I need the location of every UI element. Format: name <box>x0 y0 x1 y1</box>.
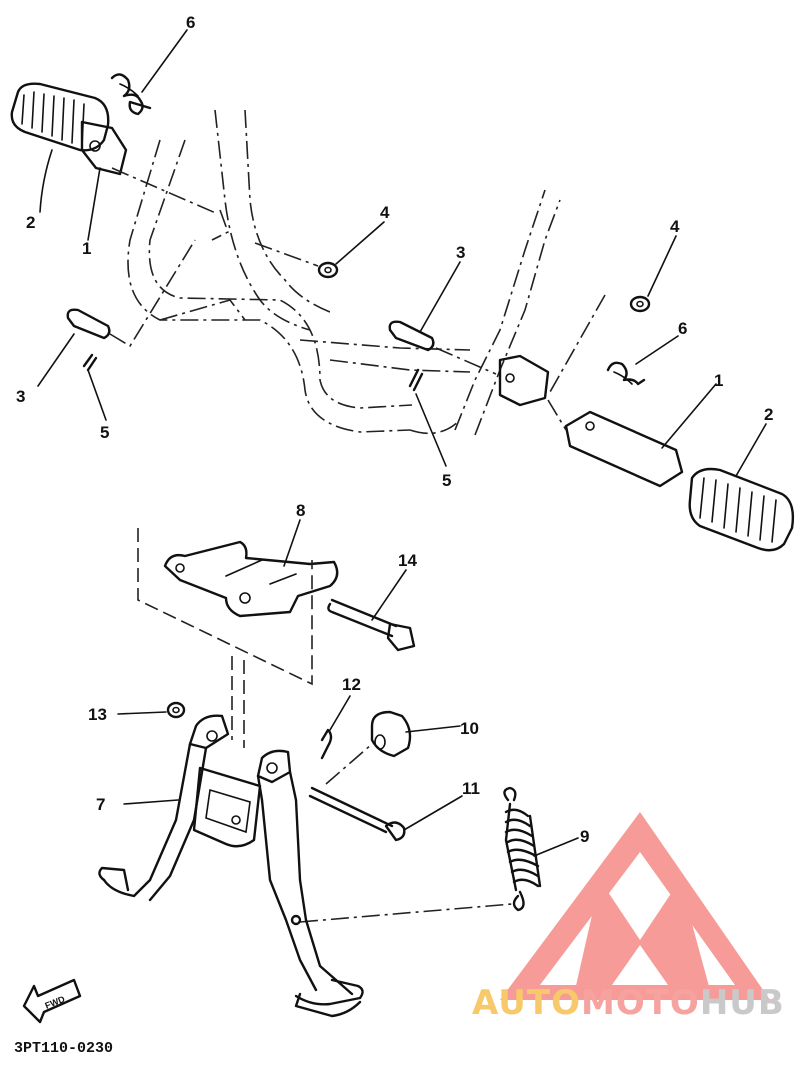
pin-left <box>66 239 196 348</box>
callout-5-right: 5 <box>442 471 451 490</box>
callout-3-right: 3 <box>456 243 465 262</box>
stopper-rubber <box>370 710 412 758</box>
callout-3-left: 3 <box>16 387 25 406</box>
footrest-left <box>80 120 128 176</box>
callout-14: 14 <box>398 551 417 570</box>
callout-5-left: 5 <box>100 423 109 442</box>
callout-9: 9 <box>580 827 589 846</box>
spring-left <box>110 73 152 116</box>
callout-8: 8 <box>296 501 305 520</box>
callout-12: 12 <box>342 675 361 694</box>
footrest-rubber-left <box>10 82 110 152</box>
forward-arrow-icon: FWD <box>22 978 82 1024</box>
cotter-pin-12 <box>320 728 333 760</box>
callout-11: 11 <box>462 779 480 798</box>
spring-right <box>606 361 646 386</box>
callout-2-left: 2 <box>26 213 35 232</box>
washer-right <box>549 294 651 393</box>
axis-line <box>111 167 219 215</box>
footrest-bracket-right <box>498 354 550 407</box>
callout-2-right: 2 <box>764 405 773 424</box>
bracket-phantom-box <box>137 528 313 686</box>
cotter-pin-right <box>408 368 424 392</box>
callout-4-right: 4 <box>670 217 680 236</box>
stand-bracket <box>163 540 339 618</box>
callout-6-left: 6 <box>186 13 195 32</box>
footrest-rubber-right <box>688 467 795 552</box>
cotter-pin-left <box>82 353 98 372</box>
leader-lines <box>37 29 767 857</box>
pin-right <box>388 320 497 375</box>
stand-shaft <box>308 786 406 842</box>
frame-outline <box>127 109 561 436</box>
watermark-logo <box>500 812 770 1000</box>
stand-spring <box>503 786 542 912</box>
callout-6-right: 6 <box>678 319 687 338</box>
callout-7: 7 <box>96 795 105 814</box>
callout-1-left: 1 <box>82 239 91 258</box>
washer-left <box>317 261 339 279</box>
callout-4-left: 4 <box>380 203 390 222</box>
callout-10: 10 <box>460 719 479 738</box>
main-stand <box>98 714 364 1018</box>
footrest-right <box>547 399 684 488</box>
callout-13: 13 <box>88 705 107 724</box>
watermark-text: AUTOMOTOHUB <box>472 983 785 1023</box>
callout-labels: 6 2 1 4 3 3 5 4 6 5 1 2 8 14 13 12 10 7 … <box>16 13 773 846</box>
diagram-code: 3PT110-0230 <box>14 1040 113 1057</box>
callout-1-right: 1 <box>714 371 723 390</box>
bolt-long <box>327 598 416 652</box>
washer-13 <box>166 701 186 719</box>
